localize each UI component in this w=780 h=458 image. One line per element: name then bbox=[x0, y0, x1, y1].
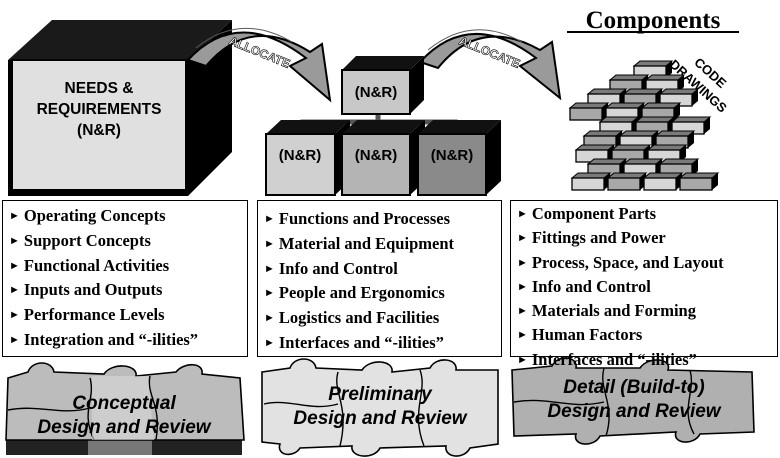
nr-label-middle: (N&R) bbox=[355, 147, 398, 164]
nr-hierarchy: (N&R) (N&R) (N&R) (N&R) bbox=[265, 56, 501, 196]
components-title: Components bbox=[586, 7, 721, 34]
allocate-arrow-2: ALLOCATE bbox=[418, 29, 562, 101]
list-item: ►Component Parts bbox=[517, 204, 657, 223]
needs-requirements-box: NEEDS & REQUIREMENTS (N&R) bbox=[8, 20, 232, 196]
list-item: ►Interfaces and “-ilities” bbox=[517, 349, 697, 369]
puzzle-detail: Detail (Build-to) Design and Review bbox=[511, 357, 755, 445]
list-item: ►Interfaces and “-ilities” bbox=[264, 332, 444, 352]
nr-label-left: (N&R) bbox=[279, 147, 322, 164]
nr-box-top: (N&R) bbox=[341, 56, 424, 115]
needs-line-2: REQUIREMENTS bbox=[37, 101, 162, 118]
needs-line-1: NEEDS & bbox=[65, 80, 134, 97]
needs-line-3: (N&R) bbox=[77, 122, 121, 139]
list-item: ►Fittings and Power bbox=[517, 228, 666, 248]
nr-box-left: (N&R) bbox=[265, 120, 350, 196]
detail-items-panel: ►Component Parts ►Fittings and Power ►Pr… bbox=[510, 200, 778, 369]
brick bbox=[678, 172, 720, 191]
list-item: ►Functional Activities bbox=[9, 255, 170, 275]
list-item: ►Support Concepts bbox=[9, 230, 151, 250]
list-item: ►Inputs and Outputs bbox=[9, 280, 163, 300]
list-item: ►Functions and Processes bbox=[264, 209, 451, 228]
phase-2-line-2: Design and Review bbox=[293, 408, 467, 429]
conceptual-items-panel: ►Operating Concepts ►Support Concepts ►F… bbox=[2, 200, 248, 357]
phase-2-line-1: Preliminary bbox=[328, 384, 433, 405]
list-item: ►Info and Control bbox=[517, 276, 651, 296]
list-item: ►Integration and “-ilities” bbox=[9, 329, 199, 349]
list-item: ►Materials and Forming bbox=[517, 301, 696, 321]
phase-3-line-1: Detail (Build-to) bbox=[563, 377, 704, 398]
list-item: ►Material and Equipment bbox=[264, 233, 454, 253]
preliminary-items-panel: ►Functions and Processes ►Material and E… bbox=[257, 200, 502, 357]
list-item: ►Operating Concepts bbox=[9, 206, 166, 225]
phase-1-line-1: Conceptual bbox=[72, 393, 176, 414]
nr-box-middle: (N&R) bbox=[341, 120, 425, 196]
brick bbox=[568, 102, 610, 121]
list-item: ►Performance Levels bbox=[9, 305, 165, 325]
brick bbox=[586, 158, 628, 177]
puzzle-preliminary: Preliminary Design and Review bbox=[261, 358, 499, 457]
brick bbox=[570, 172, 612, 191]
nr-label-top: (N&R) bbox=[355, 84, 398, 101]
list-item: ►Human Factors bbox=[517, 325, 643, 345]
phase-3-line-2: Design and Review bbox=[547, 401, 721, 422]
phase-1-line-2: Design and Review bbox=[37, 417, 211, 438]
nr-label-right: (N&R) bbox=[431, 147, 474, 164]
component-bricks bbox=[568, 60, 720, 191]
puzzle-conceptual: Conceptual Design and Review bbox=[5, 362, 245, 455]
list-item: ►Logistics and Facilities bbox=[264, 308, 440, 328]
list-item: ►Process, Space, and Layout bbox=[517, 252, 724, 272]
brick bbox=[606, 172, 648, 191]
list-item: ►People and Ergonomics bbox=[264, 283, 445, 303]
nr-box-right: (N&R) bbox=[417, 120, 501, 196]
list-item: ►Info and Control bbox=[264, 258, 398, 278]
brick bbox=[642, 172, 684, 191]
